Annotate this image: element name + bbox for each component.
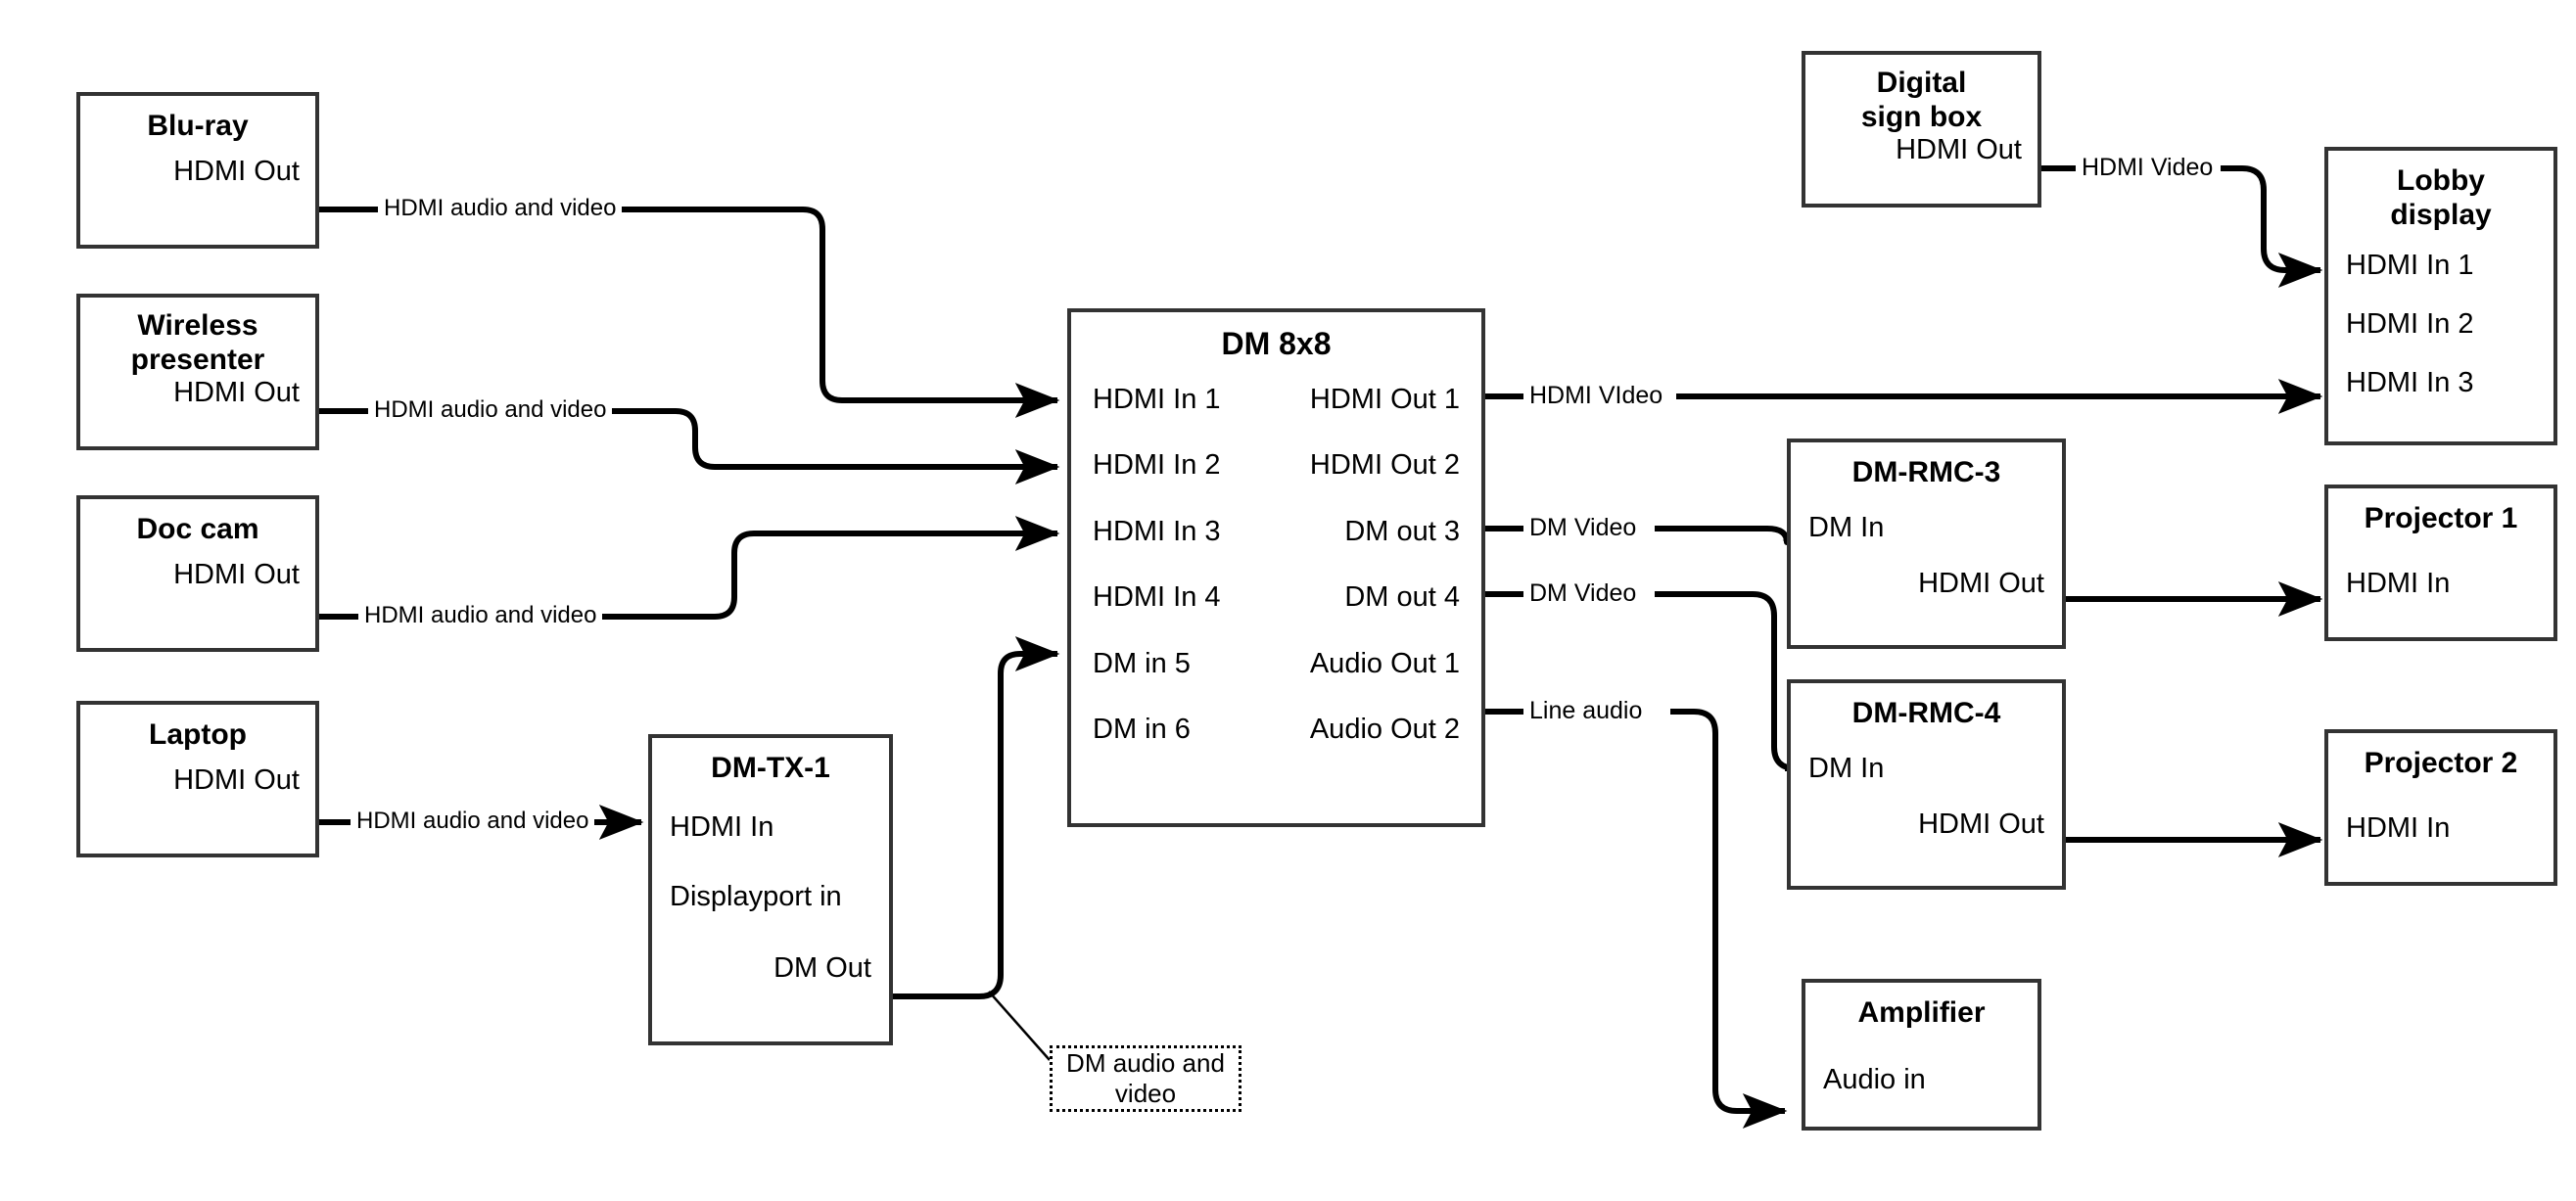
callout-leader-line bbox=[988, 991, 1051, 1061]
device-dm-rmc-3-port-hdmi-out: HDMI Out bbox=[1918, 567, 2044, 599]
dm-8x8-output-hdmi-out-1: HDMI Out 1 bbox=[1309, 383, 1460, 415]
device-projector-1-port-hdmi-in: HDMI In bbox=[2346, 567, 2451, 599]
device-dm-rmc-3-port-dm-in: DM In bbox=[1808, 511, 1885, 543]
device-dm-rmc-4-port-hdmi-out: HDMI Out bbox=[1918, 808, 2044, 840]
dm-8x8-output-dm-out-4: DM out 4 bbox=[1344, 580, 1460, 613]
device-laptop[interactable]: Laptop HDMI Out bbox=[76, 701, 319, 857]
device-bluray-port-hdmi-out: HDMI Out bbox=[173, 155, 300, 187]
device-doc-cam-title: Doc cam bbox=[136, 513, 259, 545]
device-dm-8x8[interactable]: DM 8x8 HDMI In 1 HDMI In 2 HDMI In 3 HDM… bbox=[1067, 308, 1485, 827]
callout-dm-audio-and-video: DM audio and video bbox=[1050, 1045, 1241, 1112]
device-amplifier-title: Amplifier bbox=[1857, 996, 1986, 1029]
dm-8x8-input-hdmi-in-4: HDMI In 4 bbox=[1093, 580, 1221, 613]
device-digital-sign-box[interactable]: Digital sign box HDMI Out bbox=[1802, 51, 2041, 208]
wire-label-hdmiout1-to-lobby3: HDMI VIdeo bbox=[1523, 382, 1669, 410]
device-amplifier[interactable]: Amplifier Audio in bbox=[1802, 979, 2041, 1131]
callout-text: DM audio and video bbox=[1066, 1047, 1225, 1108]
wire-sign-to-lobby1 bbox=[2039, 165, 2320, 270]
device-laptop-title: Laptop bbox=[149, 718, 247, 751]
device-projector-2-title: Projector 2 bbox=[2364, 747, 2518, 779]
device-wireless-presenter-port-hdmi-out: HDMI Out bbox=[173, 377, 300, 408]
wire-bluray-to-in1 bbox=[318, 207, 1060, 418]
device-dm-tx-1-port-hdmi-in: HDMI In bbox=[670, 810, 774, 843]
dm-8x8-output-audio-out-2: Audio Out 2 bbox=[1309, 713, 1460, 745]
device-dm-tx-1-port-displayport-in: Displayport in bbox=[670, 880, 842, 912]
wire-label-doccam-to-in3: HDMI audio and video bbox=[358, 602, 603, 629]
device-projector-2-port-hdmi-in: HDMI In bbox=[2346, 811, 2451, 844]
device-projector-1[interactable]: Projector 1 HDMI In bbox=[2324, 485, 2557, 641]
dm-8x8-output-hdmi-out-2: HDMI Out 2 bbox=[1309, 448, 1460, 481]
device-dm-rmc-4[interactable]: DM-RMC-4 DM In HDMI Out bbox=[1787, 679, 2066, 890]
dm-8x8-output-dm-out-3: DM out 3 bbox=[1344, 515, 1460, 547]
wire-dmout4-to-rmc4 bbox=[1481, 591, 1796, 768]
device-amplifier-port-audio-in: Audio in bbox=[1823, 1063, 1926, 1095]
dm-8x8-input-dm-in-5: DM in 5 bbox=[1093, 647, 1191, 679]
device-lobby-display[interactable]: Lobby display HDMI In 1 HDMI In 2 HDMI I… bbox=[2324, 147, 2557, 445]
wire-label-dmout3-to-rmc3: DM Video bbox=[1523, 514, 1643, 542]
wire-audioout1-to-amp bbox=[1481, 709, 1785, 1111]
device-dm-rmc-4-title: DM-RMC-4 bbox=[1851, 697, 2001, 729]
wire-label-sign-to-lobby1: HDMI Video bbox=[2076, 154, 2220, 182]
dm-8x8-input-hdmi-in-2: HDMI In 2 bbox=[1093, 448, 1221, 481]
wire-label-bluray-to-in1: HDMI audio and video bbox=[378, 195, 623, 222]
device-doc-cam-port-hdmi-out: HDMI Out bbox=[173, 558, 300, 590]
device-dm-tx-1[interactable]: DM-TX-1 HDMI In Displayport in DM Out bbox=[648, 734, 893, 1045]
device-dm-rmc-4-port-dm-in: DM In bbox=[1808, 752, 1885, 784]
device-projector-2[interactable]: Projector 2 HDMI In bbox=[2324, 729, 2557, 886]
wire-label-wireless-to-in2: HDMI audio and video bbox=[368, 396, 613, 424]
device-laptop-port-hdmi-out: HDMI Out bbox=[173, 763, 300, 796]
dm-8x8-input-hdmi-in-1: HDMI In 1 bbox=[1093, 383, 1221, 415]
dm-8x8-input-hdmi-in-3: HDMI In 3 bbox=[1093, 515, 1221, 547]
device-lobby-display-title: Lobby display bbox=[2390, 164, 2492, 231]
device-lobby-display-port-hdmi-in-1: HDMI In 1 bbox=[2346, 250, 2474, 281]
wire-label-dmout4-to-rmc4: DM Video bbox=[1523, 579, 1643, 608]
device-wireless-presenter-title: Wireless presenter bbox=[130, 309, 265, 376]
dm-8x8-input-dm-in-6: DM in 6 bbox=[1093, 713, 1191, 745]
device-doc-cam[interactable]: Doc cam HDMI Out bbox=[76, 495, 319, 652]
device-lobby-display-port-hdmi-in-2: HDMI In 2 bbox=[2346, 308, 2474, 340]
wire-label-audioout1-to-amp: Line audio bbox=[1523, 697, 1649, 725]
dm-8x8-inputs-column: HDMI In 1 HDMI In 2 HDMI In 3 HDMI In 4 … bbox=[1093, 384, 1277, 809]
device-dm-tx-1-port-dm-out: DM Out bbox=[773, 951, 871, 984]
device-wireless-presenter[interactable]: Wireless presenter HDMI Out bbox=[76, 294, 319, 450]
device-digital-sign-box-port-hdmi-out: HDMI Out bbox=[1896, 134, 2022, 165]
wire-dmtx1-to-in5 bbox=[893, 635, 1060, 999]
device-dm-tx-1-title: DM-TX-1 bbox=[711, 752, 830, 784]
device-projector-1-title: Projector 1 bbox=[2364, 502, 2518, 534]
device-bluray-title: Blu-ray bbox=[147, 110, 249, 142]
device-lobby-display-port-hdmi-in-3: HDMI In 3 bbox=[2346, 367, 2474, 398]
device-bluray[interactable]: Blu-ray HDMI Out bbox=[76, 92, 319, 249]
dm-8x8-output-audio-out-1: Audio Out 1 bbox=[1309, 647, 1460, 679]
device-dm-8x8-title: DM 8x8 bbox=[1221, 326, 1332, 361]
wire-label-laptop-to-dmtx1: HDMI audio and video bbox=[351, 808, 595, 835]
device-dm-rmc-3[interactable]: DM-RMC-3 DM In HDMI Out bbox=[1787, 439, 2066, 649]
dm-8x8-outputs-column: HDMI Out 1 HDMI Out 2 DM out 3 DM out 4 … bbox=[1277, 383, 1460, 809]
device-digital-sign-box-title: Digital sign box bbox=[1860, 67, 1983, 133]
device-dm-rmc-3-title: DM-RMC-3 bbox=[1851, 456, 2001, 488]
